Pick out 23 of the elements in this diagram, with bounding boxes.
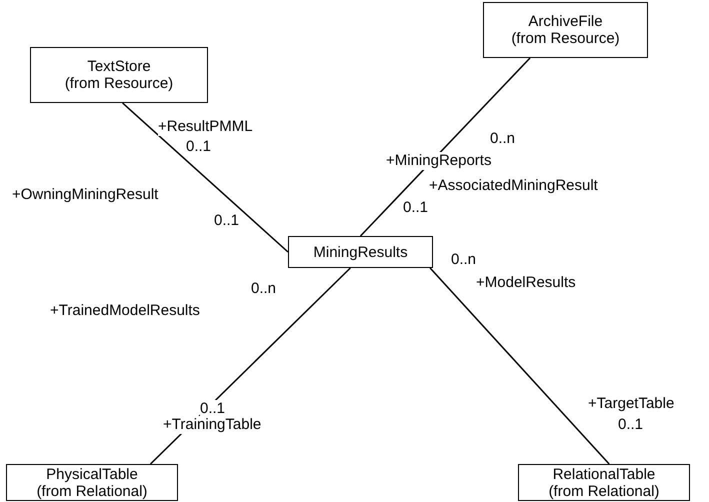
role-name: +ResultPMML [158,118,253,136]
class-box [483,2,648,58]
association-line [122,102,288,253]
class-box [518,464,690,501]
class-box [288,236,433,268]
association-line [360,57,531,237]
class-name: PhysicalTable [46,466,138,482]
association-line [430,268,610,464]
class-box [6,464,178,501]
class-name: RelationalTable [552,466,656,482]
class-origin: (from Resource) [64,75,174,92]
role-name: +TargetTable [588,395,674,413]
role-name: +TrainingTable [163,416,262,434]
class-origin: (from Resource) [511,30,620,47]
role-name: +OwningMiningResult [12,186,158,204]
class-name: MiningResults [313,244,408,260]
class-box [30,47,208,103]
role-name: +MiningReports [386,152,492,170]
class-origin: (from Relational) [36,482,148,500]
role-name: +AssociatedMiningResult [429,177,598,195]
class-name: ArchiveFile [528,13,603,30]
class-name: TextStore [87,58,151,75]
class-origin: (from Relational) [548,482,660,500]
